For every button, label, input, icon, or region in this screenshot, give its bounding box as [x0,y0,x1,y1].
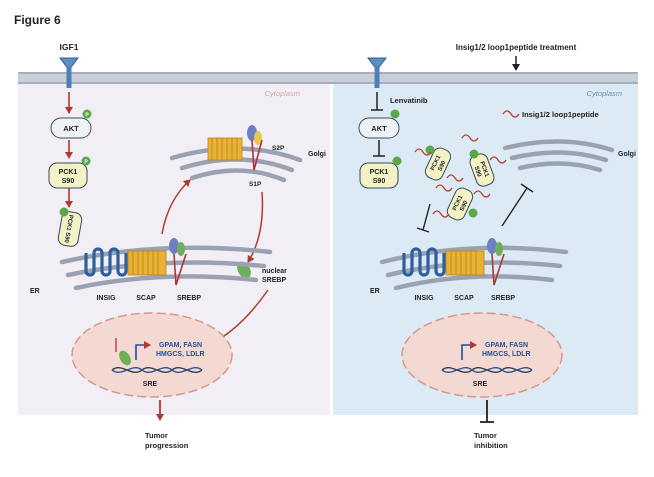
scap-icon-right [445,250,485,276]
lenvatinib-label: Lenvatinib [390,96,428,105]
scap-label-right: SCAP [454,295,474,302]
svg-text:PCK1: PCK1 [478,161,489,179]
scap-golgi-icon [207,137,243,161]
svg-text:S90: S90 [438,159,448,172]
phospho-icon [59,207,69,217]
pck1-bound-node: PCK1 S90 [57,211,83,247]
golgi-label-left: Golgi [308,151,326,158]
pck1-label-line1: PCK1 [59,169,78,176]
peptide-legend-label: Insig1/2 loop1peptide [522,110,599,119]
cytoplasm-label-left: Cytoplasm [265,89,300,98]
scap-icon [127,250,167,276]
genes-label-left-line1: GPAM, FASN [159,342,202,349]
s1p-label: S1P [249,181,262,188]
genes-label-right-line1: GPAM, FASN [485,342,528,349]
receptor-icon-right [367,57,387,88]
plasma-membrane [18,72,638,84]
igf1-label: IGF1 [60,42,79,52]
outcome-right-line2: inhibition [474,441,508,450]
svg-text:S90: S90 [460,199,470,212]
golgi-label-right: Golgi [618,151,636,158]
golgi-apparatus-right [502,139,615,173]
pck1-node-right: PCK1 S90 [359,156,402,189]
insig-label-left: INSIG [96,295,116,302]
pck1-node: PCK1 S90 P [48,156,91,189]
srebp-label-left: SREBP [177,295,201,302]
phospho-icon [425,145,435,155]
srebp-icon-right [487,238,505,286]
nucleus-right [401,312,563,398]
outcome-right-line1: Tumor [474,431,497,440]
akt-node: AKT P [50,109,92,139]
golgi-to-nuclear-srebp-arrow [247,191,264,263]
phospho-icon [82,109,92,119]
insig-icon-right [402,247,446,277]
outcome-left-line1: Tumor [145,431,168,440]
phospho-icon [390,109,400,119]
akt-node-right: AKT [358,109,400,139]
outcome-left-line2: progression [145,441,189,450]
sre-label-right: SRE [473,381,488,388]
phospho-icon [81,156,91,166]
insig-icon [84,247,128,277]
srebp-label-right: SREBP [491,295,515,302]
peptide-legend-icon [502,110,520,118]
genes-label-left-line2: HMGCS, LDLR [156,351,205,358]
pck1-bound-label: PCK1 S90 [63,214,74,244]
pck1-right-line2: S90 [373,178,386,185]
tumor-inhibition-bar [480,400,494,423]
cytoplasm-label-right: Cytoplasm [587,89,622,98]
srebp-golgi-icon [247,125,263,171]
er-export-inhibition [501,183,534,227]
scap-label-left: SCAP [136,295,156,302]
nuclear-srebp-label-line2: SREBP [262,277,286,284]
srebp-icon [169,238,187,286]
insig-label-right: INSIG [414,295,434,302]
akt-label: AKT [63,124,79,133]
nucleus-left [71,312,233,398]
pck1-peptide-complex-1: PCK1 S90 [424,147,452,181]
svg-text:S90: S90 [473,166,483,179]
pck1-label-line2: S90 [62,178,75,185]
figure-label: Figure 6 [14,13,61,27]
akt-label-right: AKT [371,124,387,133]
receptor-inhibition-bar [371,92,383,111]
er-label-left: ER [30,288,40,295]
nuclear-srebp-label-line1: nuclear [262,268,287,275]
pck1-peptide-complex-3: PCK1 S90 [446,187,474,221]
pck1-right-line1: PCK1 [370,169,389,176]
s2p-label: S2P [272,145,285,152]
svg-text:P: P [84,160,88,166]
akt-inhibition-bar [373,140,385,157]
igf1-receptor-icon [59,57,79,88]
phospho-icon [469,149,479,159]
pck1-binding-inhibition [416,203,431,233]
er-to-golgi-arrow [161,179,191,235]
phospho-icon [468,208,478,218]
genes-label-right-line2: HMGCS, LDLR [482,351,531,358]
er-label-right: ER [370,288,380,295]
sre-label-left: SRE [143,381,158,388]
phospho-icon [392,156,402,166]
peptide-icons [414,134,507,218]
treatment-label: Insig1/2 loop1peptide treatment [456,43,577,52]
svg-text:P: P [85,113,89,119]
